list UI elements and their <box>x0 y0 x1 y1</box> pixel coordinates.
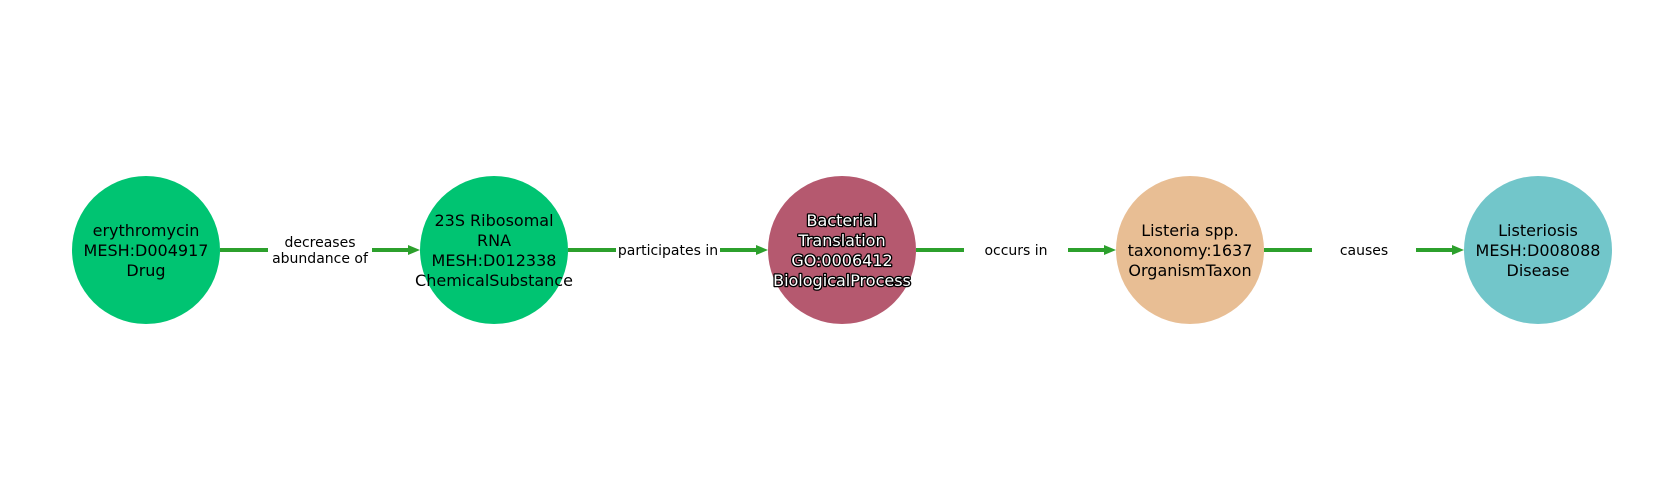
node-circle <box>1116 176 1264 324</box>
node-circle <box>1464 176 1612 324</box>
arrowhead-icon <box>1104 245 1116 255</box>
node-circle <box>420 176 568 324</box>
node-label: MESH:D008088 <box>1476 241 1601 260</box>
node-label: MESH:D004917 <box>84 241 209 260</box>
node-label: GO:0006412 <box>791 251 892 270</box>
node-3: BacterialTranslationGO:0006412Biological… <box>768 176 916 324</box>
node-label: ChemicalSubstance <box>415 271 573 290</box>
edge-label: decreases <box>284 235 355 251</box>
node-label: taxonomy:1637 <box>1128 241 1253 260</box>
edge-label: participates in <box>618 243 718 259</box>
arrowhead-icon <box>408 245 420 255</box>
node-label: Bacterial <box>807 211 878 230</box>
node-circle <box>72 176 220 324</box>
node-label: Disease <box>1507 261 1570 280</box>
node-circle <box>768 176 916 324</box>
node-label: Translation <box>797 231 885 250</box>
node-label: erythromycin <box>93 221 200 240</box>
edge-2: participates in <box>568 243 768 259</box>
edge-label: causes <box>1340 243 1388 259</box>
edge-3: occurs in <box>916 243 1116 259</box>
arrowhead-icon <box>1452 245 1464 255</box>
node-2: 23S RibosomalRNAMESH:D012338ChemicalSubs… <box>415 176 573 324</box>
node-label: Listeria spp. <box>1141 221 1238 240</box>
node-label: Listeriosis <box>1498 221 1578 240</box>
edge-label: abundance of <box>272 251 369 267</box>
node-label: 23S Ribosomal <box>434 211 553 230</box>
node-label: OrganismTaxon <box>1128 261 1251 280</box>
arrowhead-icon <box>756 245 768 255</box>
node-label: RNA <box>477 231 511 250</box>
edge-label: occurs in <box>984 243 1047 259</box>
node-label: MESH:D012338 <box>432 251 557 270</box>
node-label: Drug <box>126 261 165 280</box>
node-label: BiologicalProcess <box>773 271 911 290</box>
edge-4: causes <box>1264 243 1464 259</box>
